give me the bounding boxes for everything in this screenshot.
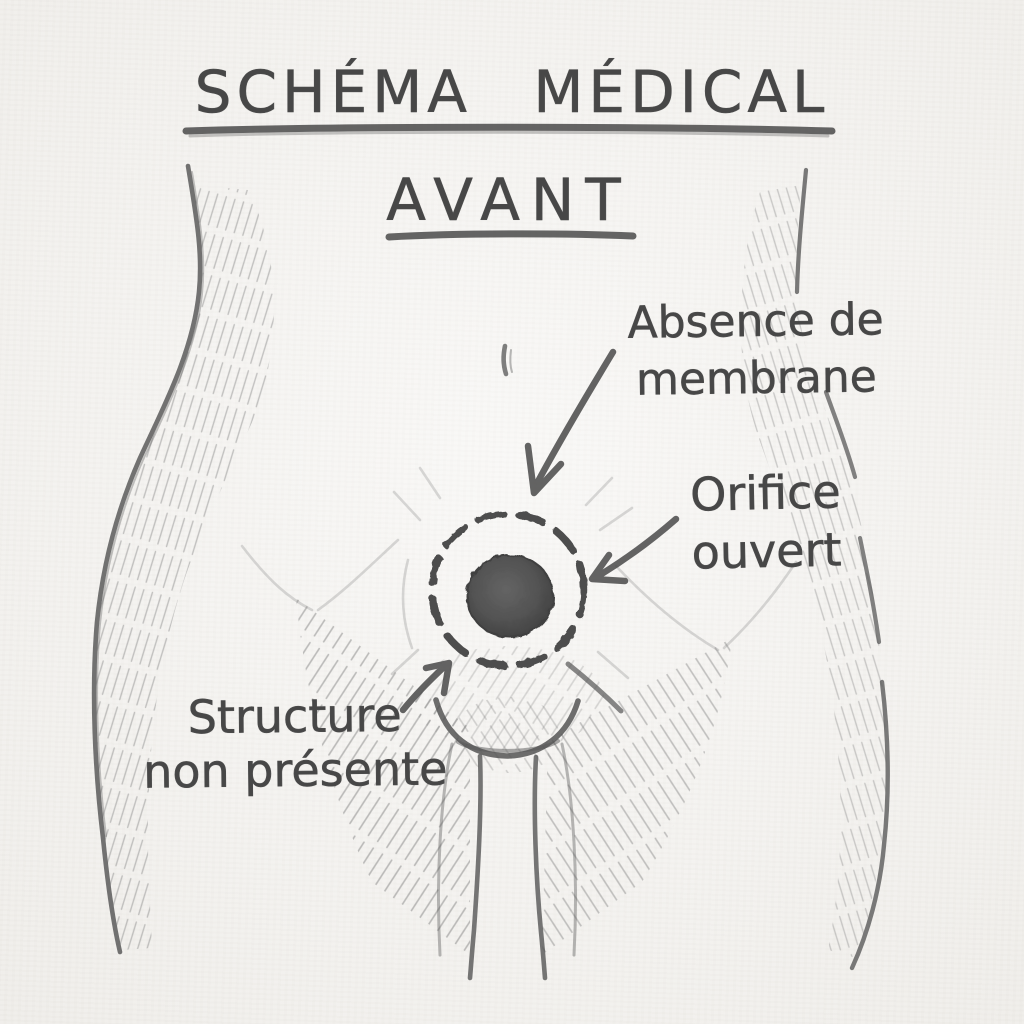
perineal-outline	[433, 661, 624, 981]
torso-outline	[91, 163, 890, 971]
arrow-absence-de-membrane	[524, 348, 617, 497]
label-absence-line2: membrane	[635, 351, 878, 406]
label-structure-non-presente: Structure non présente	[142, 687, 448, 800]
label-orifice-line1: Orifice	[689, 464, 842, 522]
label-orifice-ouvert: Orifice ouvert	[689, 462, 843, 582]
groin-hatching	[296, 598, 732, 955]
right-flank-hatching	[740, 185, 887, 958]
label-orifice-line2: ouvert	[691, 522, 843, 581]
label-absence-de-membrane: Absence de membrane	[627, 291, 885, 409]
arrow-orifice-ouvert	[588, 515, 680, 585]
title-underline	[182, 123, 836, 138]
left-flank-hatching	[96, 185, 275, 950]
dashed-circle-outline	[428, 510, 588, 670]
page-title: SCHÉMA MÉDICAL	[194, 58, 830, 126]
label-structure-line1: Structure	[187, 687, 402, 745]
dark-orifice-circle	[466, 554, 554, 638]
view-label-underline	[385, 230, 637, 241]
crease-strokes	[240, 466, 798, 680]
label-structure-line2: non présente	[142, 741, 448, 799]
view-label: AVANT	[386, 166, 632, 234]
arrow-structure-non-presente	[399, 659, 453, 714]
label-absence-line1: Absence de	[627, 294, 885, 349]
navel-mark	[501, 343, 513, 377]
